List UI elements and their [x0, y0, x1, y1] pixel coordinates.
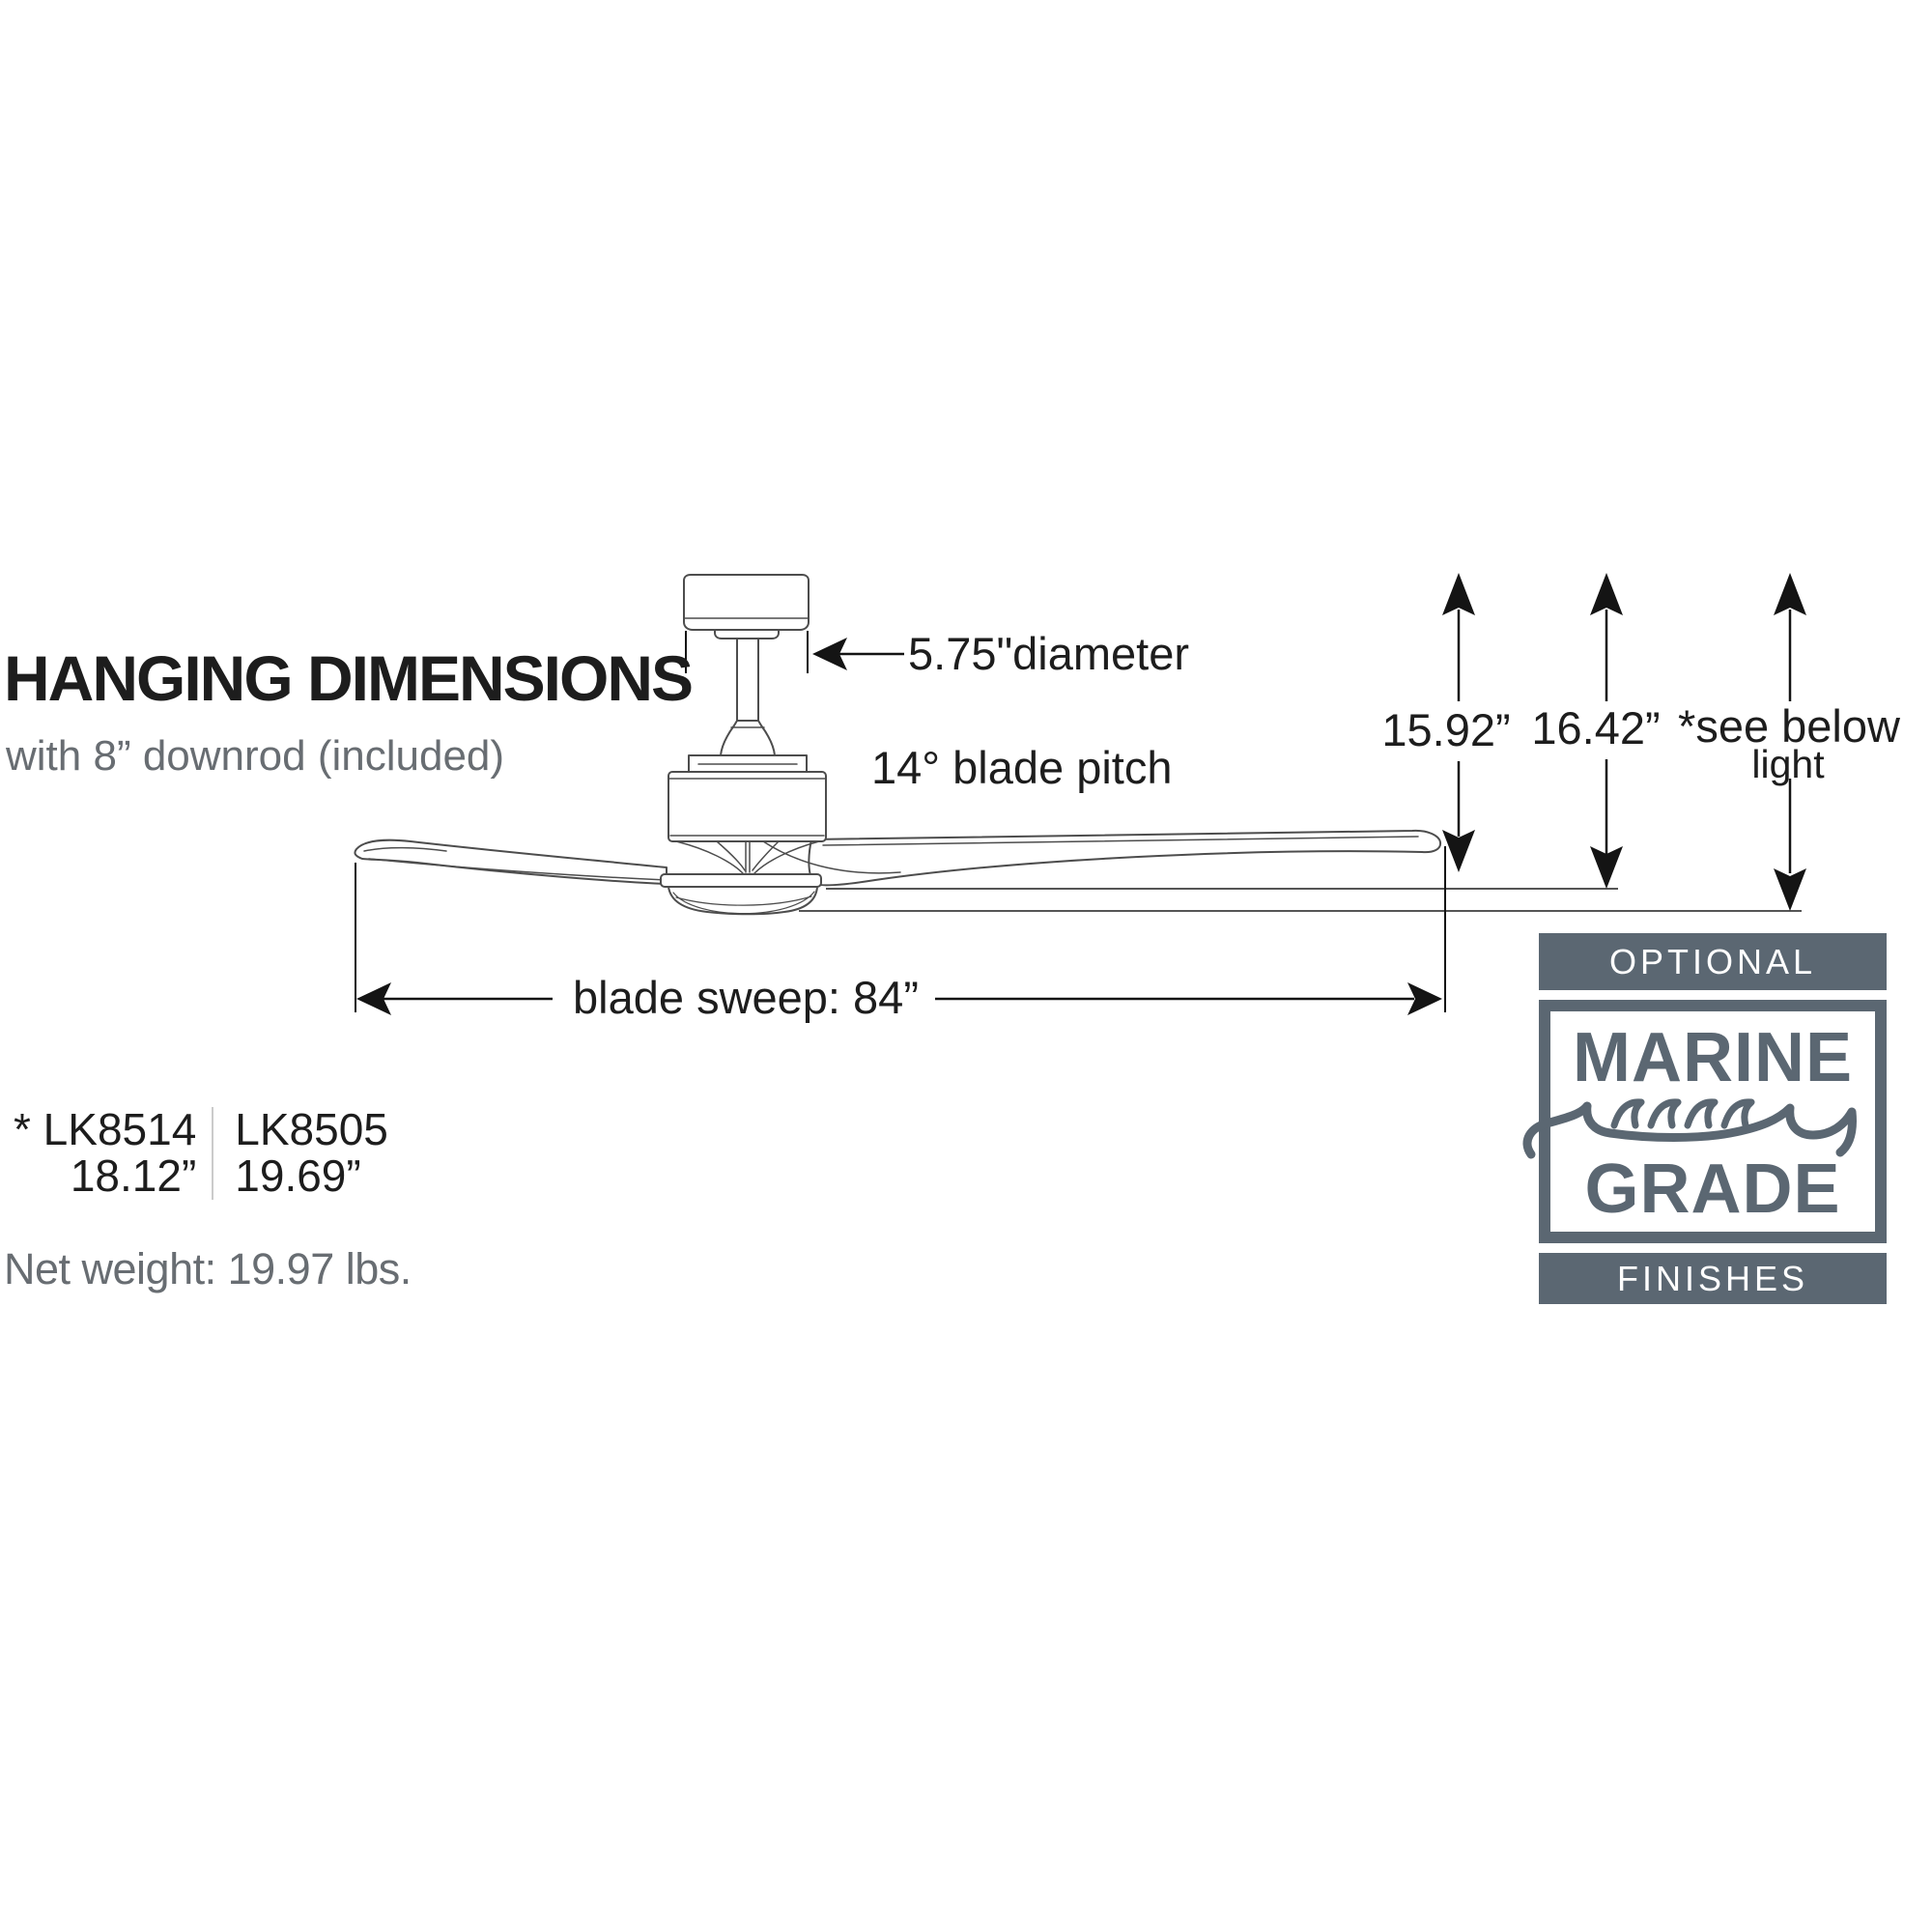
wave-icon: [1522, 1098, 1857, 1159]
ceiling-fan-drawing: [354, 574, 1442, 916]
height-with-light-sublabel: light: [1751, 742, 1825, 786]
light-kit-height: 19.69”: [235, 1150, 361, 1201]
badge-marine-label: MARINE: [1573, 1019, 1853, 1096]
light-kit-model: * LK8514: [14, 1104, 197, 1154]
fan-motor-housing: [668, 771, 827, 842]
fan-canopy: [683, 574, 810, 631]
fan-blade-hub: [675, 840, 820, 874]
badge-finishes-label: FINISHES: [1616, 1258, 1809, 1298]
dimension-lines: [355, 573, 1806, 1015]
arrow-right-icon: [1407, 982, 1442, 1015]
height-to-blades-label: 15.92”: [1381, 704, 1511, 755]
diameter-callout: [685, 631, 904, 673]
fan-downrod: [688, 629, 808, 773]
badge-marine-grade-box: MARINE GRADE: [1522, 1000, 1887, 1243]
badge-finishes-bar: FINISHES: [1539, 1253, 1887, 1304]
height-dimension-1: [1442, 573, 1475, 872]
fan-right-blade: [762, 829, 1442, 887]
arrow-up-icon: [1442, 573, 1475, 615]
arrow-up-icon: [1590, 573, 1623, 615]
height-dimension-3: [1774, 573, 1806, 911]
light-kit-column: * LK8514 18.12”: [14, 1104, 212, 1201]
arrow-left-icon: [812, 638, 847, 670]
blade-pitch-label: 14° blade pitch: [871, 742, 1173, 793]
marine-grade-badge: OPTIONAL MARINE GRADE FINISHES: [1522, 933, 1887, 1304]
downrod-diameter-label: 5.75"diameter: [908, 628, 1190, 679]
blade-sweep-dimension: [355, 846, 1446, 1015]
arrow-down-icon: [1774, 868, 1806, 911]
page-subtitle: with 8” downrod (included): [6, 732, 505, 780]
light-kit-model: LK8505: [235, 1104, 388, 1154]
light-kit-height: 18.12”: [70, 1150, 197, 1201]
badge-optional-label: OPTIONAL: [1608, 941, 1817, 981]
height-with-light-label: *see below: [1678, 700, 1900, 752]
badge-grade-label: GRADE: [1584, 1151, 1841, 1228]
light-kit-column: LK8505 19.69”: [212, 1104, 404, 1201]
arrow-left-icon: [356, 982, 391, 1015]
height-dimension-2: [1590, 573, 1623, 889]
arrow-up-icon: [1774, 573, 1806, 615]
light-kit-table: * LK8514 18.12” LK8505 19.69”: [14, 1104, 404, 1201]
net-weight-label: Net weight: 19.97 lbs.: [4, 1244, 412, 1293]
fan-left-blade: [354, 838, 668, 885]
height-to-bottom-label: 16.42”: [1531, 702, 1661, 753]
badge-optional-bar: OPTIONAL: [1539, 933, 1887, 990]
page-title: HANGING DIMENSIONS: [4, 642, 694, 714]
blade-sweep-label: blade sweep: 84”: [563, 974, 928, 1021]
fan-light-kit: [660, 873, 822, 916]
datum-lines: [799, 888, 1802, 912]
arrow-down-icon: [1590, 846, 1623, 889]
arrow-down-icon: [1442, 830, 1475, 872]
